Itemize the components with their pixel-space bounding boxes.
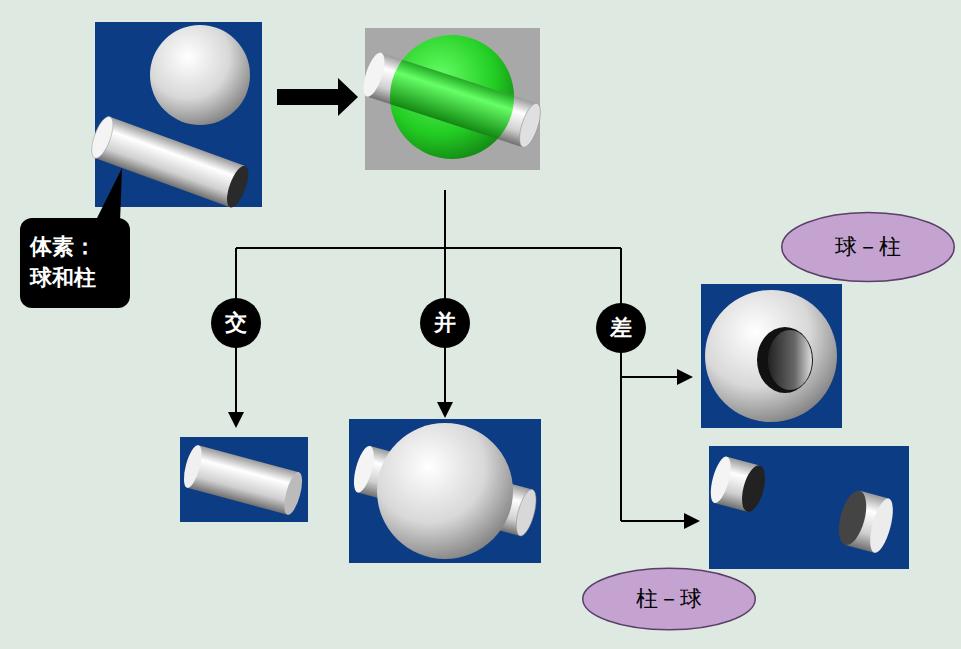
node-label: 体素： 球和柱 bbox=[30, 232, 120, 294]
node-label: 差 bbox=[610, 313, 632, 343]
node-label: 球－柱 bbox=[835, 232, 901, 262]
result-ellipse: 球－柱 bbox=[780, 211, 956, 283]
result-ellipse: 柱－球 bbox=[581, 567, 757, 631]
operation-circle: 差 bbox=[596, 303, 646, 353]
node-label: 柱－球 bbox=[636, 584, 702, 614]
operation-circle: 交 bbox=[211, 298, 261, 348]
node-label: 交 bbox=[225, 308, 247, 338]
operation-circle: 并 bbox=[420, 298, 470, 348]
callout-box: 体素： 球和柱 bbox=[20, 218, 130, 308]
node-label: 并 bbox=[434, 308, 456, 338]
